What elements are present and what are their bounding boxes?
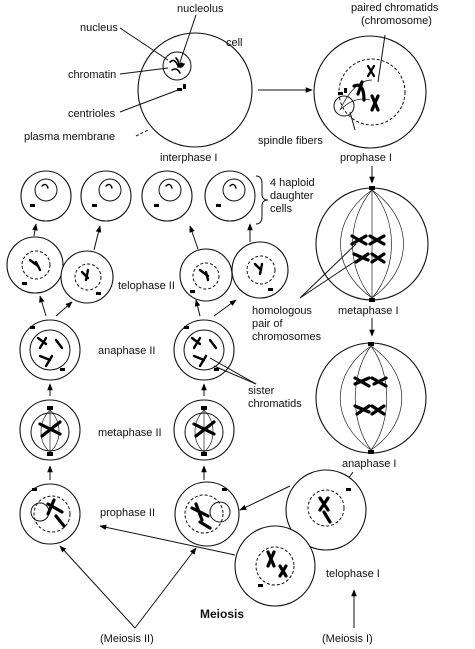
prophase2-cell-left	[19, 483, 81, 545]
label-haploid-3: cells	[270, 203, 293, 215]
label-nucleolus: nucleolus	[177, 3, 224, 15]
daughter-cell-3	[141, 170, 193, 222]
label-nucleus: nucleus	[80, 22, 118, 34]
label-meiosis2: (Meiosis II)	[100, 633, 154, 645]
telophase2-cell-right-a	[179, 248, 233, 302]
label-telophase2: telophase II	[118, 280, 175, 292]
label-interphase: interphase I	[160, 152, 217, 164]
label-homologous-2: pair of	[252, 318, 284, 330]
label-prophase1: prophase I	[340, 152, 392, 164]
telophase1-cell-upper	[285, 469, 367, 551]
label-meiosis1: (Meiosis I)	[322, 633, 373, 645]
label-cell: cell	[226, 37, 243, 49]
telophase1-cell-lower	[234, 525, 316, 607]
anaphase1-cell	[315, 342, 427, 454]
label-prophase2: prophase II	[100, 507, 155, 519]
label-anaphase1: anaphase I	[342, 458, 396, 470]
label-anaphase2: anaphase II	[98, 345, 156, 357]
label-paired-chromatids: paired chromatids	[351, 2, 439, 14]
label-haploid-1: 4 haploid	[270, 177, 315, 189]
daughter-cell-1	[20, 170, 72, 222]
prophase1-cell	[313, 35, 427, 149]
label-sister-1: sister	[248, 385, 275, 397]
page-title: Meiosis	[200, 607, 244, 621]
label-haploid-2: daughter	[270, 190, 314, 202]
haploid-brace	[255, 175, 269, 225]
metaphase2-cell-left	[19, 399, 81, 461]
daughter-cell-2	[80, 170, 132, 222]
metaphase2-cell-right	[173, 399, 235, 461]
label-chromatin: chromatin	[68, 69, 116, 81]
interphase-cell	[137, 32, 253, 148]
label-metaphase2: metaphase II	[98, 427, 162, 439]
anaphase2-cell-right	[173, 319, 235, 381]
label-centrioles: centrioles	[68, 108, 116, 120]
metaphase1-cell	[315, 186, 429, 302]
label-homologous-3: chromosomes	[252, 331, 322, 343]
telophase2-cell-right-b	[231, 241, 289, 299]
label-sister-2: chromatids	[248, 398, 302, 410]
telophase2-cell-left-a	[6, 236, 64, 294]
telophase2-cell-left-b	[60, 250, 114, 304]
label-metaphase1: metaphase I	[338, 305, 399, 317]
label-chromosome: (chromosome)	[361, 15, 432, 27]
label-homologous-1: homologous	[252, 305, 312, 317]
daughter-cell-4	[204, 170, 256, 222]
label-spindle-fibers: spindle fibers	[258, 135, 323, 147]
anaphase2-cell-left	[19, 319, 81, 381]
label-telophase1: telophase I	[326, 568, 380, 580]
prophase2-cell-right	[174, 481, 240, 547]
label-plasma-membrane: plasma membrane	[24, 131, 115, 143]
